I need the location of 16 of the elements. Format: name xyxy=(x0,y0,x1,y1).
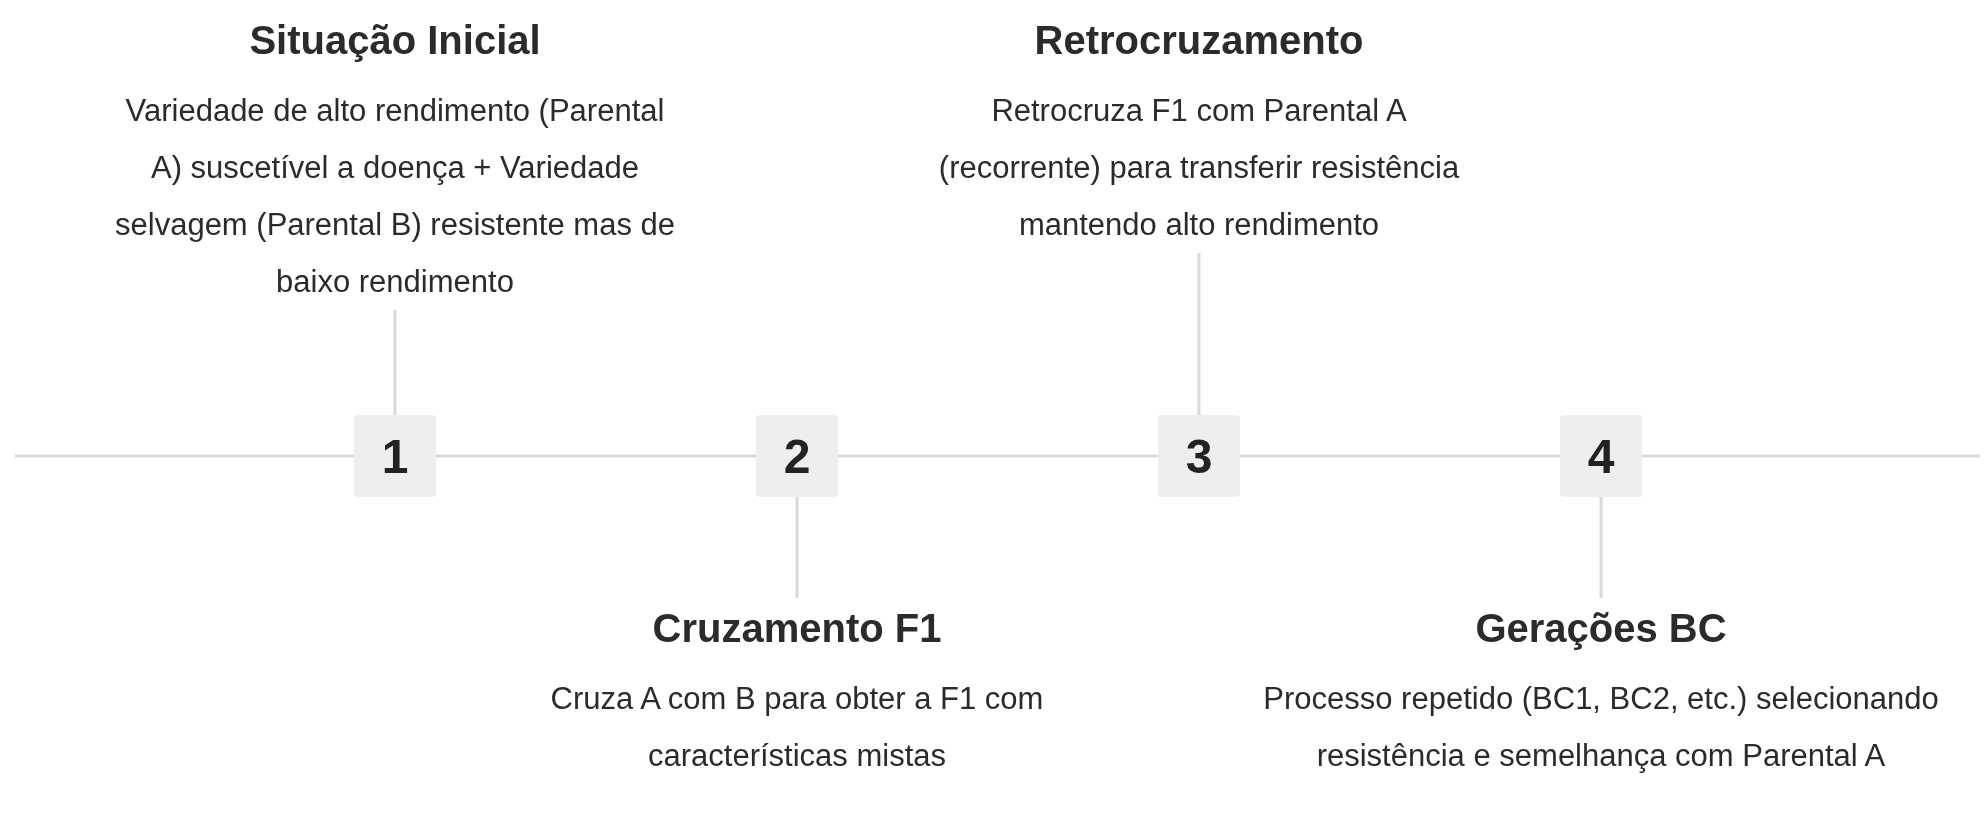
step-description: Retrocruza F1 com Parental A (recorrente) para transferir resistência mantendo alto rendimento xyxy=(937,92,1461,244)
connector-line xyxy=(1197,253,1201,415)
step-number: 2 xyxy=(756,415,838,497)
step-heading: Situação Inicial xyxy=(249,17,541,64)
step-description: Variedade de alto rendimento (Parental A) suscetível a doença + Variedade selvagem (Parental B) resistente mas de baixo rendimento xyxy=(115,92,675,301)
step-heading: Cruzamento F1 xyxy=(652,605,942,652)
connector-line xyxy=(795,497,799,598)
step-number: 1 xyxy=(354,415,436,497)
step-heading: Retrocruzamento xyxy=(1034,17,1364,64)
step-number: 3 xyxy=(1158,415,1240,497)
connector-line xyxy=(393,310,397,415)
step-description: Cruza A com B para obter a F1 com características mistas xyxy=(549,680,1045,775)
connector-line xyxy=(1599,497,1603,598)
step-number: 4 xyxy=(1560,415,1642,497)
step-description: Processo repetido (BC1, BC2, etc.) selecionando resistência e semelhança com Parental A xyxy=(1262,680,1940,775)
step-heading: Gerações BC xyxy=(1475,605,1727,652)
